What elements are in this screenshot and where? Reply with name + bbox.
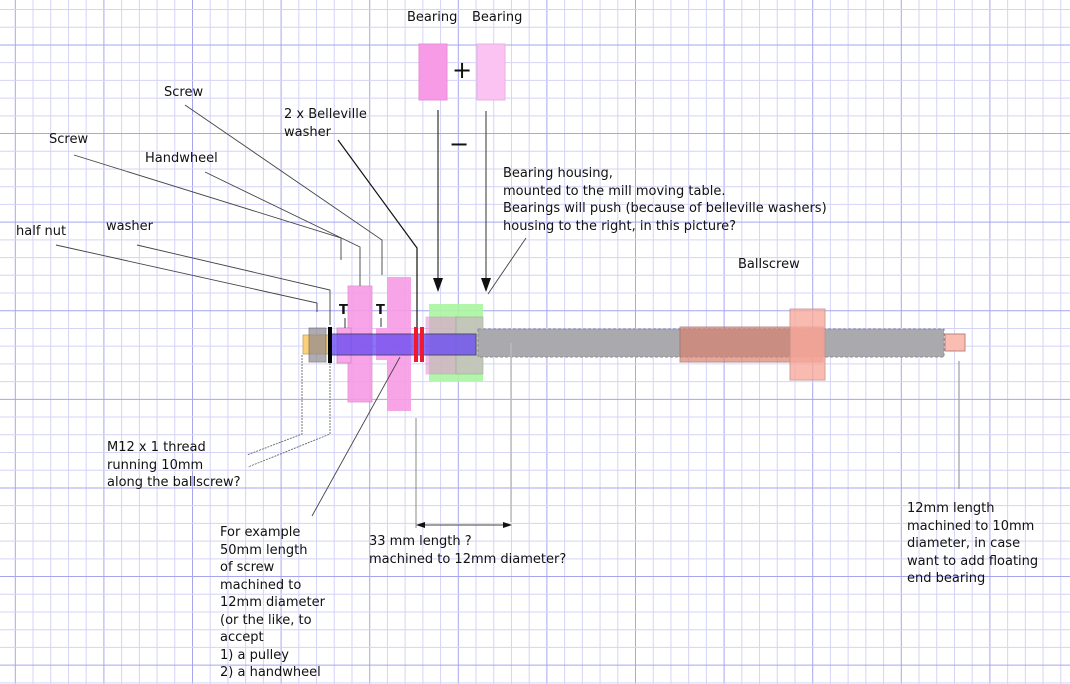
legend-bearing-left [418, 43, 448, 101]
note-example: For example 50mm length of screw machine… [220, 525, 325, 680]
end-journal [944, 333, 966, 352]
leader-screw-left [73, 154, 342, 260]
leader-thread-1 [246, 355, 303, 456]
label-ballscrew: Ballscrew [738, 257, 800, 272]
label-washer: washer [106, 219, 153, 234]
leader-example [311, 356, 401, 517]
label-bearing-left: Bearing [407, 10, 458, 25]
arrowhead-bearing-left [433, 278, 443, 292]
label-screw-left: Screw [49, 132, 89, 147]
ballnut-flange [789, 308, 826, 381]
minus-sign: − [449, 130, 470, 158]
belleville-washer-2 [420, 327, 424, 362]
half-nut [308, 327, 327, 363]
washer [328, 327, 332, 363]
machined-shaft [330, 333, 477, 356]
note-end-journal: 12mm length machined to 10mm diameter, i… [907, 501, 1039, 586]
plus-sign: + [452, 56, 473, 84]
leader-belleville [337, 139, 418, 327]
leader-half-nut [55, 244, 318, 312]
leader-screw-top [184, 104, 383, 275]
label-screw-top: Screw [164, 85, 204, 100]
note-33mm-length: 33 mm length ? machined to 12mm diameter… [369, 534, 567, 567]
note-thread: M12 x 1 thread running 10mm along the ba… [107, 440, 241, 490]
leader-washer [136, 244, 331, 325]
label-handwheel: Handwheel [145, 151, 218, 166]
screw-marker-2: T [376, 303, 385, 318]
legend-bearing-right [476, 43, 506, 101]
label-bearing-right: Bearing [472, 10, 523, 25]
leader-thread-2 [247, 363, 331, 468]
label-half-nut: half nut [16, 224, 67, 239]
screw-marker-1: T [339, 303, 348, 318]
arrowhead-bearing-right [481, 278, 491, 292]
dimension-arrow-right [503, 522, 512, 528]
belleville-washer-1 [414, 327, 418, 362]
label-belleville: 2 x Belleville washer [284, 107, 367, 140]
leader-handwheel [204, 171, 361, 286]
note-bearing-housing: Bearing housing, mounted to the mill mov… [503, 166, 827, 234]
dimension-arrow-left [416, 522, 425, 528]
leader-housing [487, 237, 527, 295]
